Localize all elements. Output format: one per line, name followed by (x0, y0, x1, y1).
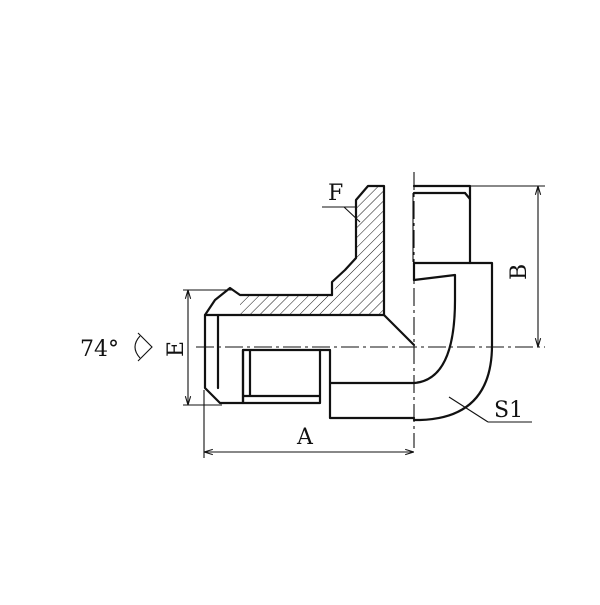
dim-b-label: B (507, 264, 532, 280)
elbow-body (412, 261, 494, 422)
dim-f-label: F (328, 181, 343, 206)
flare-thread (241, 348, 322, 405)
dim-e-label: E (164, 341, 189, 357)
upper-port-chamfer (463, 191, 472, 201)
upper-port-outline (330, 184, 386, 317)
flare-end-inner (203, 313, 386, 390)
elbow-bend-hole (382, 313, 416, 347)
upper-port-right (412, 184, 472, 282)
angle-label: 74° (80, 337, 119, 362)
dim-f-leader-2 (343, 206, 361, 223)
hatched-section (240, 185, 384, 315)
dim-s1-label: S1 (494, 398, 523, 423)
angle-arc (134, 332, 153, 362)
hex-section (318, 348, 416, 420)
dim-a-label: A (296, 425, 314, 450)
dim-s1-leader (448, 396, 489, 423)
